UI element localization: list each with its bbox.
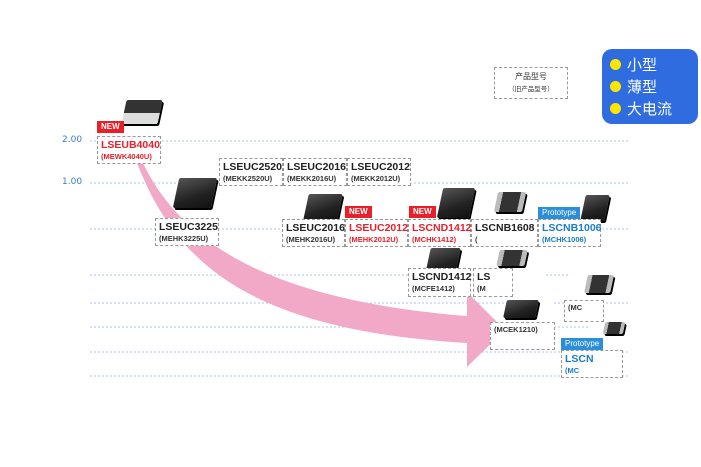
- bullet-icon: [610, 80, 621, 92]
- product-label: LSCND1412(MCHK1412): [408, 219, 472, 247]
- product-label: LSEUC2012(MEKK2012U): [347, 158, 411, 186]
- component-image: [121, 100, 163, 124]
- component-image: [493, 192, 527, 212]
- key-old-name: （旧产品型号）: [508, 85, 554, 93]
- product-label: LSEUC2016(MEHK2016U): [282, 219, 345, 247]
- y-tick-label: 1.00: [62, 177, 83, 187]
- prototype-badge: Prototype: [538, 207, 581, 219]
- new-badge: NEW: [409, 206, 436, 218]
- product-label: LSEUC2520(MEKK2520U): [219, 158, 283, 186]
- component-image: [602, 322, 626, 334]
- component-image: [303, 194, 343, 220]
- product-label: LSCNB1608(: [471, 219, 538, 247]
- component-image: [496, 250, 528, 266]
- product-label: LSEUC2012(MEHK2012U): [345, 219, 408, 247]
- component-image: [436, 188, 476, 218]
- product-label: (MC: [564, 300, 604, 322]
- y-tick-label: 2.00: [62, 135, 83, 145]
- component-image: [503, 300, 539, 318]
- bullet-icon: [610, 102, 621, 114]
- feature-item: 薄型: [610, 75, 690, 97]
- new-badge: NEW: [345, 206, 372, 218]
- feature-item: 小型: [610, 53, 690, 75]
- product-label: LS(M: [473, 268, 513, 297]
- product-label: LSEUC2016(MEKK2016U): [283, 158, 347, 186]
- bullet-icon: [610, 58, 621, 70]
- prototype-badge: Prototype: [561, 338, 604, 350]
- product-label: LSEUC3225(MEHK3225U): [155, 218, 219, 246]
- product-label: LSCND1412(MCFE1412): [408, 268, 472, 297]
- product-label: (MCEK1210): [490, 322, 555, 350]
- product-label: LSCNB1006(MCHK1006): [538, 219, 602, 247]
- product-label: LSCN(MC: [561, 350, 623, 378]
- component-image: [584, 275, 614, 293]
- legend-key: 产品型号 （旧产品型号）: [494, 67, 568, 99]
- feature-item: 大电流: [610, 97, 690, 119]
- component-image: [172, 178, 218, 208]
- key-name: 产品型号: [515, 72, 547, 81]
- feature-legend: 小型 薄型 大电流: [602, 49, 698, 124]
- product-label: LSEUB4040(MEWK4040U): [97, 136, 161, 164]
- new-badge: NEW: [97, 121, 124, 133]
- trend-arrow: [137, 163, 505, 367]
